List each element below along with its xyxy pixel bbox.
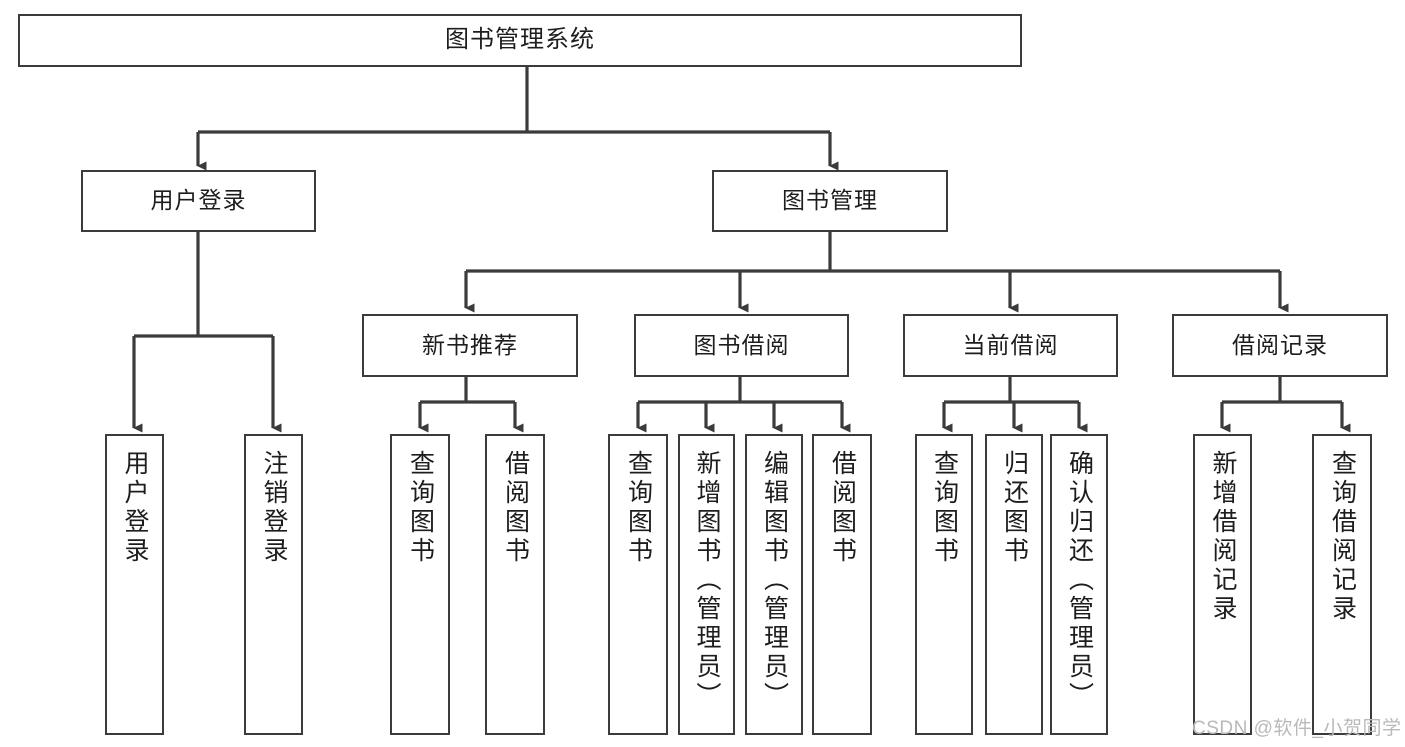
leaf-add-borrow-record[interactable]: 新增借阅记录: [1193, 434, 1252, 735]
node-label: 查询借阅记录: [1328, 450, 1357, 624]
node-label: 编辑图书（管理员）: [760, 450, 789, 711]
node-label: 图书管理: [782, 187, 878, 214]
node-label: 图书借阅: [693, 331, 790, 358]
node-book-management[interactable]: 图书管理: [712, 170, 948, 232]
node-label: 借阅图书: [501, 450, 530, 566]
node-label: 图书管理系统: [445, 26, 595, 54]
node-label: 归还图书: [1000, 450, 1029, 566]
node-label: 新增图书（管理员）: [693, 450, 721, 711]
node-label: 新书推荐: [422, 331, 518, 358]
node-borrow-record[interactable]: 借阅记录: [1172, 314, 1388, 377]
csdn-watermark: CSDN @软件_小贺同学: [1192, 718, 1402, 739]
node-label: 注销登录: [260, 450, 288, 566]
node-label: 查询图书: [930, 450, 959, 566]
leaf-confirm-return-admin[interactable]: 确认归还（管理员）: [1050, 434, 1108, 735]
node-label: 用户登录: [121, 450, 149, 566]
node-label: 借阅图书: [828, 450, 857, 566]
node-new-book-recommend[interactable]: 新书推荐: [362, 314, 578, 377]
node-label: 用户登录: [150, 187, 247, 214]
node-label: 借阅记录: [1232, 331, 1328, 358]
node-label: 确认归还（管理员）: [1065, 450, 1094, 711]
node-book-borrow[interactable]: 图书借阅: [634, 314, 849, 377]
node-label: 当前借阅: [962, 331, 1059, 358]
node-label: 新增借阅记录: [1209, 450, 1237, 624]
leaf-query-borrow-record[interactable]: 查询借阅记录: [1312, 434, 1372, 735]
leaf-logout-login[interactable]: 注销登录: [244, 434, 303, 735]
node-book-management-system[interactable]: 图书管理系统: [18, 14, 1022, 67]
leaf-borrow-book-borrow[interactable]: 借阅图书: [812, 434, 872, 735]
leaf-user-login[interactable]: 用户登录: [105, 434, 164, 735]
leaf-return-book[interactable]: 归还图书: [985, 434, 1043, 735]
leaf-edit-book-admin[interactable]: 编辑图书（管理员）: [745, 434, 803, 735]
leaf-borrow-book-recommend[interactable]: 借阅图书: [485, 434, 545, 735]
leaf-query-book-recommend[interactable]: 查询图书: [390, 434, 450, 735]
node-label: 查询图书: [406, 450, 435, 566]
leaf-query-book-current[interactable]: 查询图书: [915, 434, 973, 735]
leaf-query-book-borrow[interactable]: 查询图书: [608, 434, 668, 735]
node-user-login[interactable]: 用户登录: [81, 170, 316, 232]
node-label: 查询图书: [624, 450, 653, 566]
leaf-add-book-admin[interactable]: 新增图书（管理员）: [678, 434, 735, 735]
node-current-borrow[interactable]: 当前借阅: [903, 314, 1118, 377]
